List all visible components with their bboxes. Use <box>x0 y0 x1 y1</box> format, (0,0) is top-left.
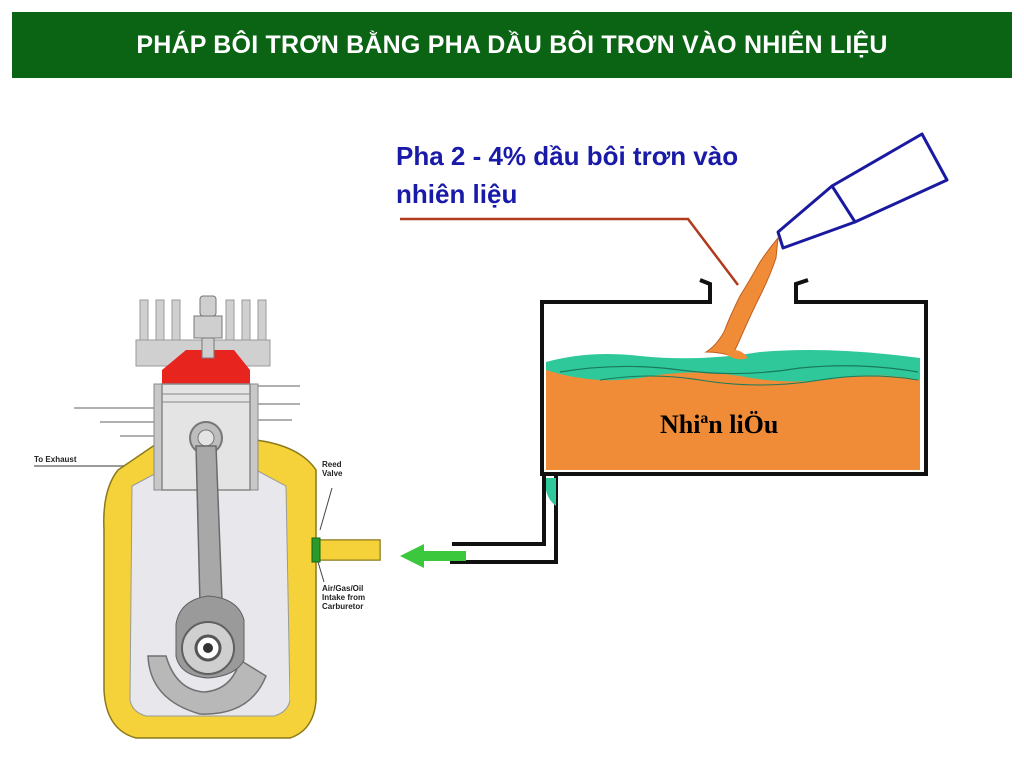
reed-valve-label: Reed Valve <box>322 460 343 478</box>
oil-bottle <box>776 132 949 250</box>
caption-line-1: Pha 2 - 4% dầu bôi trơn vào <box>396 141 739 171</box>
fuel-tank <box>450 278 928 564</box>
engine-cutaway <box>34 295 381 739</box>
leader-line <box>400 217 739 286</box>
fuel-body <box>546 355 920 470</box>
reed-valve <box>311 537 321 563</box>
flow-arrow <box>400 544 466 568</box>
crank-counterweight <box>147 655 267 715</box>
oil-film <box>546 350 920 382</box>
exhaust-label: To Exhaust <box>34 455 77 464</box>
tank-fuel-label: Nhiªn liÖu <box>660 410 779 439</box>
pouring-oil-stream <box>704 236 779 357</box>
title-bar: PHÁP BÔI TRƠN BẰNG PHA DẦU BÔI TRƠN VÀO … <box>12 12 1012 78</box>
caption-line-2: nhiên liệu <box>396 179 518 209</box>
caption: Pha 2 - 4% dầu bôi trơn vào nhiên liệu <box>396 137 866 213</box>
intake-label: Air/Gas/Oil Intake from Carburetor <box>322 584 366 611</box>
combustion-chamber <box>162 350 250 384</box>
spark-plug <box>193 295 223 359</box>
slide-title: PHÁP BÔI TRƠN BẰNG PHA DẦU BÔI TRƠN VÀO … <box>136 30 888 59</box>
